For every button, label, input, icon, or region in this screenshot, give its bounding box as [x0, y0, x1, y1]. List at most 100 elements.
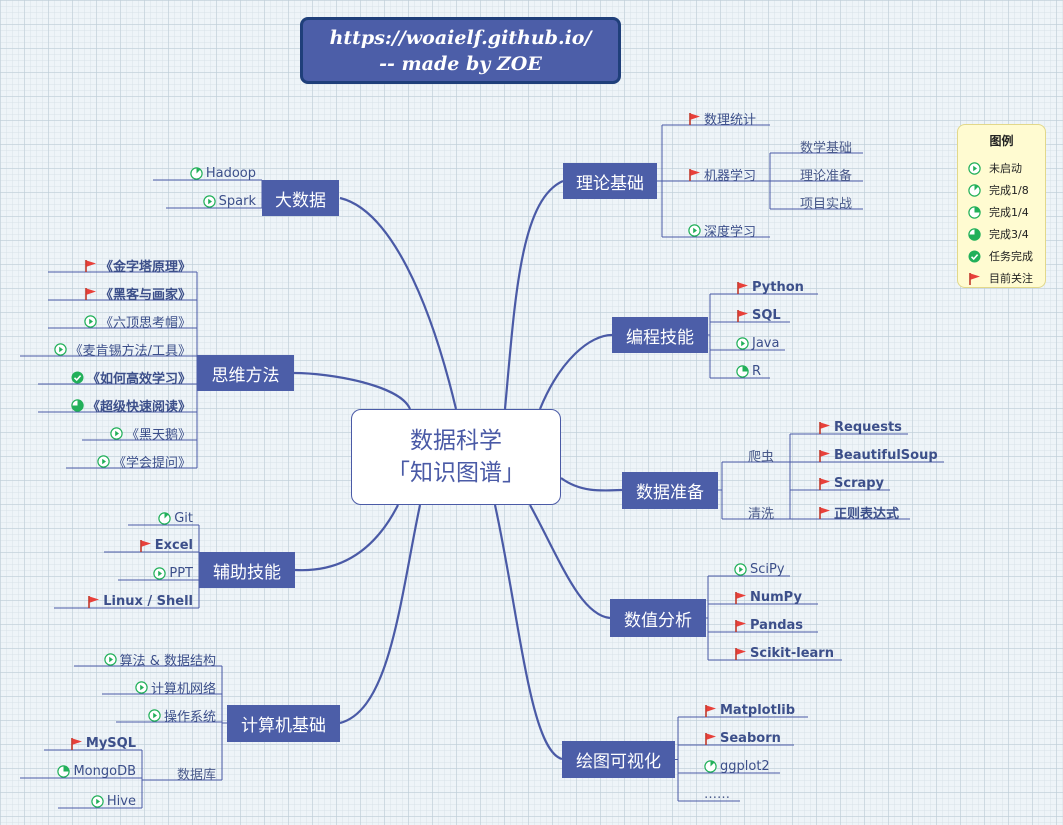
topic-requests[interactable]: Requests: [818, 418, 902, 436]
legend-item: 完成1/8: [968, 182, 1029, 198]
topic-matplotlib[interactable]: Matplotlib: [704, 701, 795, 719]
topic-item[interactable]: 数据库: [150, 764, 216, 783]
topic-label: SciPy: [750, 561, 785, 577]
central-topic-line1: 数据科学: [410, 428, 502, 454]
topic-label: Hive: [106, 793, 136, 809]
topic-java[interactable]: Java: [736, 334, 779, 352]
topic-git[interactable]: Git: [128, 509, 193, 527]
topic-ggplot2[interactable]: ggplot2: [704, 757, 770, 775]
topic-hive[interactable]: Hive: [58, 792, 136, 810]
branch-topic[interactable]: 数据准备: [622, 472, 718, 509]
branch-topic[interactable]: 大数据: [262, 180, 339, 216]
topic-item[interactable]: 数学基础: [800, 137, 853, 156]
topic-item[interactable]: 算法 & 数据结构: [74, 650, 216, 669]
branch-topic[interactable]: 理论基础: [563, 163, 657, 199]
legend-label: 完成1/4: [989, 206, 1029, 219]
branch-connector: [503, 179, 564, 410]
legend-label: 完成1/8: [989, 184, 1029, 197]
branch-topic[interactable]: 编程技能: [612, 317, 708, 353]
topic-label: Pandas: [750, 617, 804, 633]
flag-icon: [819, 421, 830, 434]
check-icon: [71, 371, 84, 383]
flag-icon: [735, 591, 746, 604]
topic-linux-shell[interactable]: Linux / Shell: [54, 592, 193, 610]
topic-item[interactable]: 项目实战: [800, 193, 852, 212]
topic-scipy[interactable]: SciPy: [734, 560, 785, 578]
branch-topic[interactable]: 计算机基础: [227, 705, 340, 742]
branch-topic[interactable]: 绘图可视化: [562, 741, 675, 778]
legend-title: 图例: [989, 134, 1014, 148]
flag-icon: [735, 619, 746, 632]
topic-label: MySQL: [85, 735, 136, 751]
branch-connector: [294, 504, 399, 572]
topic-item[interactable]: 清洗: [748, 503, 774, 522]
progress-not-started-icon: [153, 566, 167, 580]
legend-label: 未启动: [989, 162, 1022, 175]
branch-connector: [339, 504, 422, 725]
topic-beautifulsoup[interactable]: BeautifulSoup: [818, 446, 938, 464]
flag-icon: [71, 737, 82, 750]
progress-quarter-icon: [736, 364, 749, 378]
progress-eighth-icon: [968, 183, 981, 197]
topic-item[interactable]: 《六顶思考帽》: [48, 312, 191, 331]
progress-not-started-icon: [135, 680, 148, 694]
topic-item[interactable]: 机器学习: [688, 165, 756, 184]
topic-scrapy[interactable]: Scrapy: [818, 474, 884, 492]
topic-item[interactable]: 《黑客与画家》: [48, 284, 191, 303]
topic-r[interactable]: R: [736, 362, 761, 380]
topic-python[interactable]: Python: [736, 278, 804, 296]
topic-ppt[interactable]: PPT: [118, 564, 193, 582]
topic-mongodb[interactable]: MongoDB: [20, 762, 136, 780]
topic-label: 数据库: [176, 767, 216, 783]
topic-item[interactable]: 深度学习: [688, 221, 756, 240]
topic-scikit-learn[interactable]: Scikit-learn: [734, 644, 834, 662]
progress-not-started-icon: [91, 794, 104, 808]
topic-pandas[interactable]: Pandas: [734, 616, 803, 634]
topic-label: 《如何高效学习》: [86, 371, 191, 387]
topic-item[interactable]: 爬虫: [748, 446, 774, 465]
topic-sql[interactable]: SQL: [736, 306, 781, 324]
topic-seaborn[interactable]: Seaborn: [704, 729, 781, 747]
central-topic[interactable]: 数据科学 「知识图谱」: [351, 409, 561, 505]
topic-item[interactable]: 操作系统: [116, 706, 216, 725]
progress-quarter-icon: [57, 764, 71, 778]
topic-hadoop[interactable]: Hadoop: [153, 164, 256, 182]
legend-item: 完成1/4: [968, 204, 1029, 220]
topic-item[interactable]: 正则表达式: [818, 503, 899, 522]
topic-excel[interactable]: Excel: [104, 536, 193, 554]
author-banner[interactable]: https://woaielf.github.io/ -- made by ZO…: [300, 17, 621, 84]
topic-label: Spark: [218, 193, 256, 209]
flag-icon: [737, 281, 748, 294]
flag-icon: [689, 112, 700, 125]
branch-topic[interactable]: 数值分析: [610, 599, 706, 637]
topic-item[interactable]: 《黑天鹅》: [82, 424, 191, 443]
topic-item[interactable]: 《麦肯锡方法/工具》: [20, 340, 191, 359]
topic-item[interactable]: 《超级快速阅读》: [38, 396, 191, 415]
topic-numpy[interactable]: NumPy: [734, 588, 802, 606]
legend-item: 未启动: [968, 160, 1022, 176]
banner-credit: -- made by ZOE: [379, 52, 542, 75]
topic-item[interactable]: 数理统计: [688, 109, 756, 128]
topic-item[interactable]: 《学会提问》: [66, 452, 191, 471]
topic-item[interactable]: 《如何高效学习》: [38, 368, 191, 387]
flag-icon: [88, 595, 100, 608]
topic-item[interactable]: 计算机网络: [102, 678, 216, 697]
topic-label: 数学基础: [800, 140, 853, 156]
topic-item[interactable]: 理论准备: [800, 165, 852, 184]
topic-item[interactable]: ……: [704, 785, 730, 803]
topic-label: PPT: [169, 565, 193, 581]
progress-not-started-icon: [97, 454, 110, 468]
topic-label: R: [752, 363, 762, 379]
branch-connector: [529, 504, 611, 620]
progress-three-quarter-icon: [968, 227, 981, 241]
topic-label: 《超级快速阅读》: [86, 399, 191, 415]
branch-topic[interactable]: 辅助技能: [199, 552, 295, 588]
topic-label: Requests: [834, 419, 902, 435]
branch-topic[interactable]: 思维方法: [197, 355, 294, 391]
topic-item[interactable]: 《金字塔原理》: [48, 256, 191, 275]
topic-spark[interactable]: Spark: [166, 192, 256, 210]
progress-eighth-icon: [704, 759, 717, 773]
topic-mysql[interactable]: MySQL: [44, 734, 136, 752]
progress-not-started-icon: [103, 652, 117, 666]
topic-label: 《麦肯锡方法/工具》: [69, 343, 191, 359]
